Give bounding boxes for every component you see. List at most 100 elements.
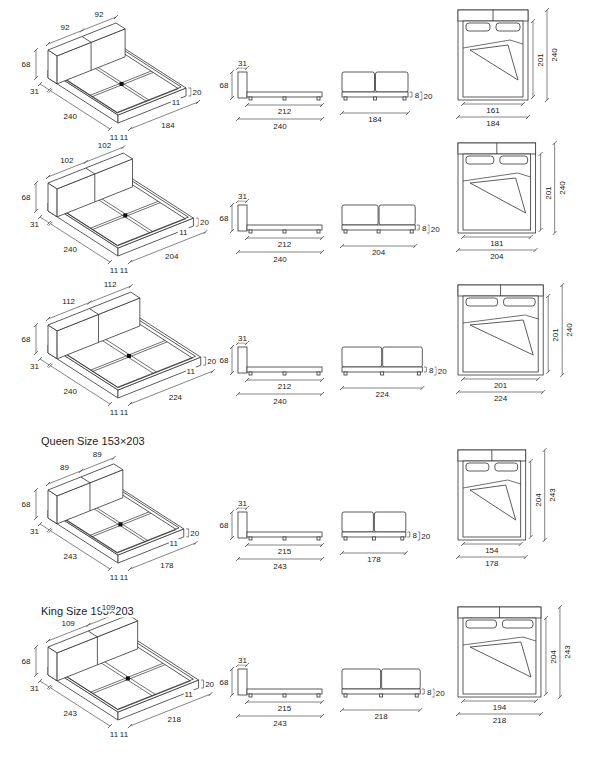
dimension-line [40,524,49,530]
cushion [342,347,382,367]
dimension-line [342,113,408,114]
bed-plan [458,285,543,375]
dimension-tick [34,645,38,649]
headboard-side [238,669,247,695]
metal-bracket [126,676,130,680]
dimension-label: 8 [426,688,432,697]
dimension-label: 11 [119,730,129,739]
dimension-label: 240 [63,386,78,395]
pillow [495,463,518,471]
dimension-label: 218 [167,715,182,724]
dimension-label: 68 [21,60,32,69]
dimension-tick [47,221,51,225]
leg [401,537,404,540]
dimension-line [232,669,233,695]
dimension-tick [320,557,324,561]
dimension-label: 204 [371,248,386,257]
dimension-tick [34,76,38,80]
dimension-label: 11 [171,98,181,107]
dimension-bracket [422,689,425,694]
dimension-tick [340,244,344,248]
dimension-line [247,380,322,381]
dimension-tick [34,181,38,185]
dimension-line [238,394,322,395]
leg [417,372,420,375]
dimension-line [36,325,37,353]
dimension-line [40,84,49,90]
dimension-tick [79,469,83,473]
frame-side [247,92,322,97]
dimension-tick [521,102,525,106]
dimension-tick [320,236,324,240]
mattress [463,618,536,694]
dimension-tick [80,29,84,33]
dimension-label: 181 [489,239,504,248]
dimension-tick [536,377,540,381]
dimension-label: 20 [192,88,203,97]
bed-plan [458,10,528,100]
pillow [466,156,494,164]
cross-slat [92,513,151,536]
dimension-line [544,450,545,540]
dimension-label: 184 [485,119,500,128]
dimension-line [540,154,541,230]
dimension-label: 8 [414,91,420,100]
headboard-plan [458,607,541,618]
dimension-tick [245,103,249,107]
dimension-line [51,91,111,129]
dimension-tick [128,402,132,406]
dimension-label: 201 [543,185,552,200]
dimension-line [48,286,131,319]
dimension-tick [46,482,50,486]
bed-plan [458,450,526,540]
dimension-label: 224 [374,390,389,399]
dimension-tick [108,567,112,571]
dimension-tick [406,111,410,115]
leg [249,230,252,233]
dimension-label: 11 [119,266,129,275]
dimension-tick [34,351,38,355]
dimension-tick [38,679,42,683]
dimension-tick [38,357,42,361]
dimension-tick [38,522,42,526]
cushion [379,205,415,225]
headboard-side [238,205,247,231]
dimension-tick [413,244,417,248]
center-rail [99,658,156,694]
dimension-tick [320,378,324,382]
dimension-label: 215 [277,547,292,556]
dimension-label: 31 [29,526,40,535]
dimension-label: 20 [204,680,215,689]
cushion-seam [81,477,90,483]
dimension-tick [340,551,344,555]
metal-bracket [123,213,127,217]
dimension-line [458,557,526,558]
dimension-tick [46,317,50,321]
dimension-label: 204 [548,649,557,664]
dimension-tick [418,708,422,712]
dimension-tick [456,248,460,252]
dimension-line [533,21,534,97]
dimension-line [40,681,49,687]
leg [317,230,320,233]
size-title: King Size 193×203 [40,605,135,618]
dimension-line [548,296,549,372]
frame-front [342,689,420,694]
leg [374,97,377,100]
dimension-label: 31 [29,683,40,692]
dimension-line [48,17,116,44]
dimension-label: 20 [420,532,431,541]
frame-side [247,532,322,537]
cross-slat [93,665,166,694]
leg [249,97,252,100]
leg [249,537,252,540]
dimension-label: 20 [435,689,446,698]
dimension-line [342,710,420,711]
dimension-tick [84,160,88,164]
cushion [342,72,375,92]
leg [317,372,320,375]
pillow [466,620,496,628]
cross-slat [90,201,158,228]
dimension-label: 178 [159,560,174,569]
center-rail [89,505,146,541]
